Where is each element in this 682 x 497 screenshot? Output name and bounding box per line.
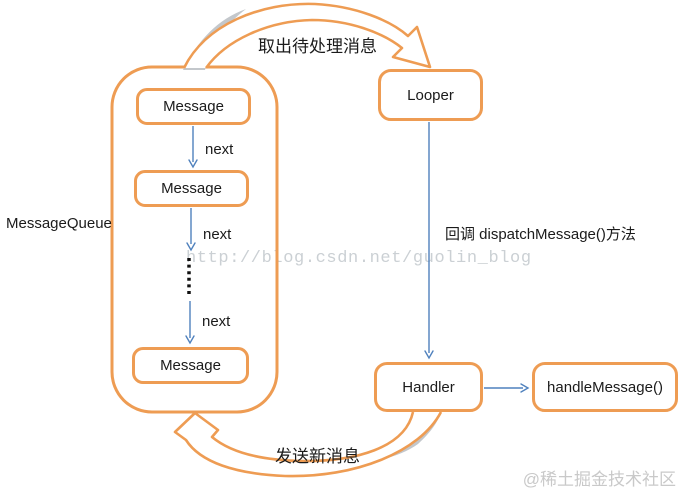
next-label-1: next [205,141,234,158]
looper-handler-head [424,350,434,360]
node-message-1: Message [136,88,251,125]
node-looper: Looper [378,69,483,121]
node-handler: Handler [374,362,483,412]
next-arrow-1-head [188,159,198,169]
next-label-2: next [203,226,232,243]
message-queue-label: MessageQueue [6,215,112,232]
fetch-message-label: 取出待处理消息 [258,37,377,56]
node-handle-message: handleMessage() [532,362,678,412]
node-message-3: Message [132,347,249,384]
next-label-3: next [202,313,231,330]
next-arrow-3-head [185,335,195,345]
node-message-2: Message [134,170,249,207]
bottom-curved-arrow [173,411,443,478]
juejin-watermark: @稀土掘金技术社区 [522,470,676,489]
send-new-message-label: 发送新消息 [275,447,360,466]
handler-handlemessage-head [520,383,530,393]
dispatch-callback-label: 回调 dispatchMessage()方法 [445,226,636,243]
csdn-watermark: http://blog.csdn.net/guolin_blog [186,249,532,268]
top-curved-arrow [182,2,432,69]
next-arrow-2-head [186,242,196,252]
